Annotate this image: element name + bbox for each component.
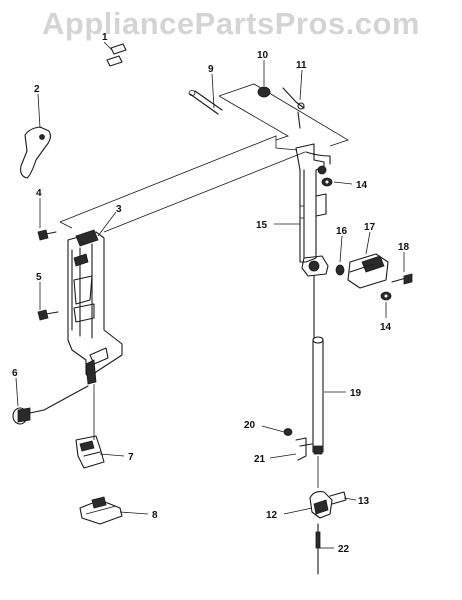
part-6-thumbscrew [12, 385, 89, 425]
callout-6: 6 [12, 368, 18, 379]
callout-9: 9 [208, 64, 214, 75]
callout-16: 16 [336, 226, 348, 237]
frame-plate [59, 83, 349, 233]
callout-22: 22 [338, 544, 350, 555]
part-19-needle-bar [312, 336, 324, 488]
part-1-screws [106, 43, 127, 67]
part-14-washer-top [321, 177, 333, 187]
presser-bar-assembly [67, 229, 123, 385]
callout-2: 2 [34, 84, 40, 95]
part-16-washer [335, 264, 345, 276]
callout-8: 8 [152, 510, 158, 521]
callout-19: 19 [350, 388, 362, 399]
part-14-washer-lower [380, 291, 392, 301]
callout-3: 3 [116, 204, 122, 215]
part-21-thread-guide [295, 437, 313, 461]
callout-14-top: 14 [356, 180, 368, 191]
callout-21: 21 [254, 454, 266, 465]
callout-5: 5 [36, 272, 42, 283]
part-5-screw [37, 309, 59, 321]
callout-7: 7 [128, 452, 134, 463]
part-17-guide [347, 253, 389, 289]
callout-4: 4 [36, 188, 42, 199]
callout-labels: 1 2 3 4 5 6 7 8 9 10 11 12 13 14 14 15 1… [12, 32, 410, 555]
part-15-bracket [295, 143, 331, 263]
callout-13: 13 [358, 496, 370, 507]
part-18-screw [391, 273, 413, 285]
part-9-rod [188, 90, 223, 115]
part-7-shank [75, 435, 105, 469]
part-12-13-needle-clamp [309, 491, 347, 519]
callout-20: 20 [244, 420, 256, 431]
callout-10: 10 [257, 50, 269, 61]
part-20-setscrew [283, 428, 293, 436]
watermark-text: AppliancePartsPros.com [42, 6, 420, 41]
part-2-lifter [20, 126, 52, 179]
part-22-needle [315, 523, 321, 575]
part-8-foot [79, 496, 123, 525]
callout-11: 11 [296, 60, 307, 71]
part-11-spring [282, 87, 305, 129]
needle-clamp-block [301, 255, 329, 339]
part-10-bushing [257, 86, 271, 98]
callout-17: 17 [364, 222, 376, 233]
part-4-screw [37, 229, 57, 241]
callout-1: 1 [102, 32, 108, 43]
callout-18: 18 [398, 242, 410, 253]
leader-lines [15, 41, 405, 549]
callout-12: 12 [266, 510, 278, 521]
callout-15: 15 [256, 220, 268, 231]
callout-14-lower: 14 [380, 322, 392, 333]
